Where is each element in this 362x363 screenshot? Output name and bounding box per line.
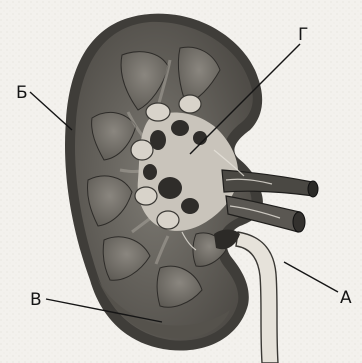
renal-artery-cut [293, 212, 305, 232]
calyx-1 [146, 103, 170, 121]
calyx-2 [179, 95, 201, 113]
calyx-5 [157, 211, 179, 229]
calyx-4 [135, 187, 157, 205]
renal-vein-cut [308, 181, 318, 197]
calyx-3 [131, 140, 153, 160]
label-v: В [30, 290, 42, 310]
label-g: Г [298, 25, 308, 45]
label-a: А [340, 288, 352, 308]
label-b: Б [16, 83, 28, 103]
